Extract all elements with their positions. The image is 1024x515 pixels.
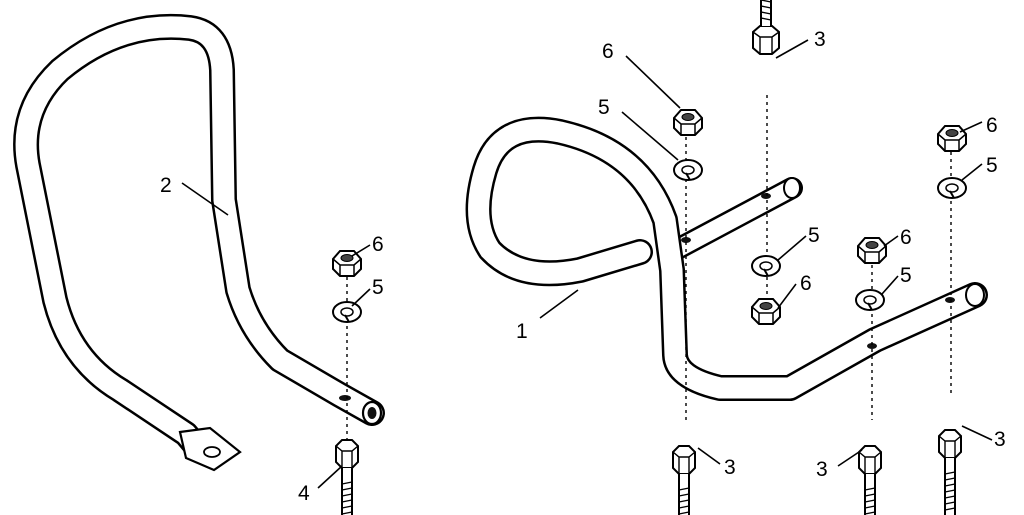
nut-6-left xyxy=(332,250,362,277)
label-washer-5-mid: 5 xyxy=(808,224,820,247)
handle-part-1 xyxy=(465,116,988,401)
washer-5-mid2 xyxy=(855,289,885,311)
washer-5-left xyxy=(332,301,362,323)
label-bolt-3-bottom-mid: 3 xyxy=(816,458,828,481)
bolt-4 xyxy=(335,439,359,515)
nut-6-mid xyxy=(751,298,781,325)
label-bolt-3-bottom-right: 3 xyxy=(994,428,1006,451)
washer-5-right xyxy=(937,177,967,199)
label-bolt-4: 4 xyxy=(298,482,310,505)
label-nut-6-top: 6 xyxy=(602,40,614,63)
bolt-3-bottom-right xyxy=(938,429,962,515)
label-bolt-3-bottom-left: 3 xyxy=(724,456,736,479)
nut-6-mid2 xyxy=(857,237,887,264)
washer-5-mid xyxy=(751,255,781,277)
handle-part-2 xyxy=(13,13,385,472)
label-washer-5-right: 5 xyxy=(986,154,998,177)
bolt-3-top xyxy=(752,0,780,55)
label-nut-6-right: 6 xyxy=(986,114,998,137)
nut-6-right xyxy=(937,125,967,152)
nut-6-top xyxy=(673,109,703,136)
label-part-1: 1 xyxy=(516,320,528,343)
label-washer-5-top: 5 xyxy=(598,96,610,119)
bolt-3-bottom-left xyxy=(672,445,696,515)
label-bolt-3-top: 3 xyxy=(814,28,826,51)
label-nut-6-left: 6 xyxy=(372,233,384,256)
bolt-3-bottom-mid xyxy=(858,445,882,515)
label-nut-6-mid: 6 xyxy=(800,272,812,295)
label-nut-6-mid2: 6 xyxy=(900,226,912,249)
label-part-2: 2 xyxy=(160,174,172,197)
label-washer-5-left: 5 xyxy=(372,276,384,299)
label-washer-5-mid2: 5 xyxy=(900,264,912,287)
washer-5-top xyxy=(673,159,703,181)
